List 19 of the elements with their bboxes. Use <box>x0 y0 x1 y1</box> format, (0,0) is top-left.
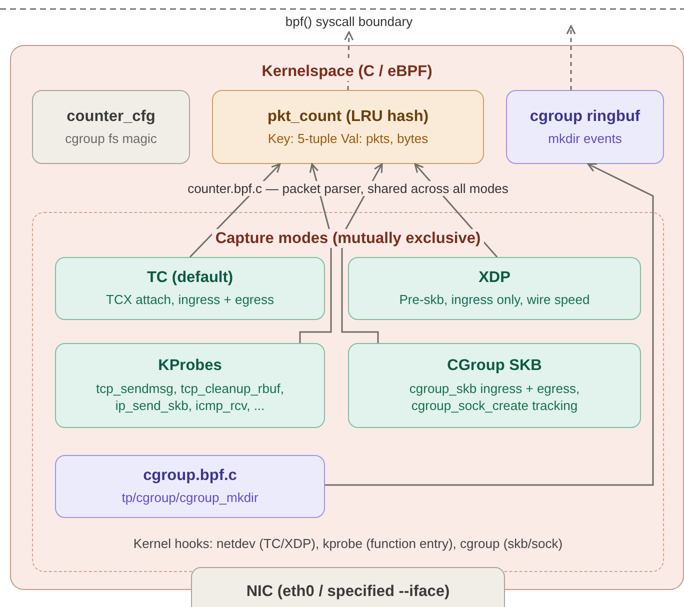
component-box <box>191 567 505 607</box>
arrow <box>325 163 654 486</box>
arrow <box>299 163 332 343</box>
component-box <box>55 343 325 428</box>
component-box <box>348 343 641 428</box>
component-box <box>32 90 190 164</box>
node-title: Capture modes (mutually exclusive) <box>212 229 484 248</box>
group-panel <box>32 212 664 572</box>
arrow <box>414 163 498 258</box>
component-box <box>348 257 641 320</box>
component-box <box>212 90 484 164</box>
arrow <box>189 163 281 258</box>
arrow <box>341 163 383 343</box>
component-box <box>55 257 325 320</box>
note-text: counter.bpf.c — packet parser, shared across all modes <box>186 181 510 196</box>
component-box <box>506 90 664 164</box>
arrow <box>344 31 354 90</box>
component-box <box>55 455 325 518</box>
arrow <box>566 25 576 90</box>
